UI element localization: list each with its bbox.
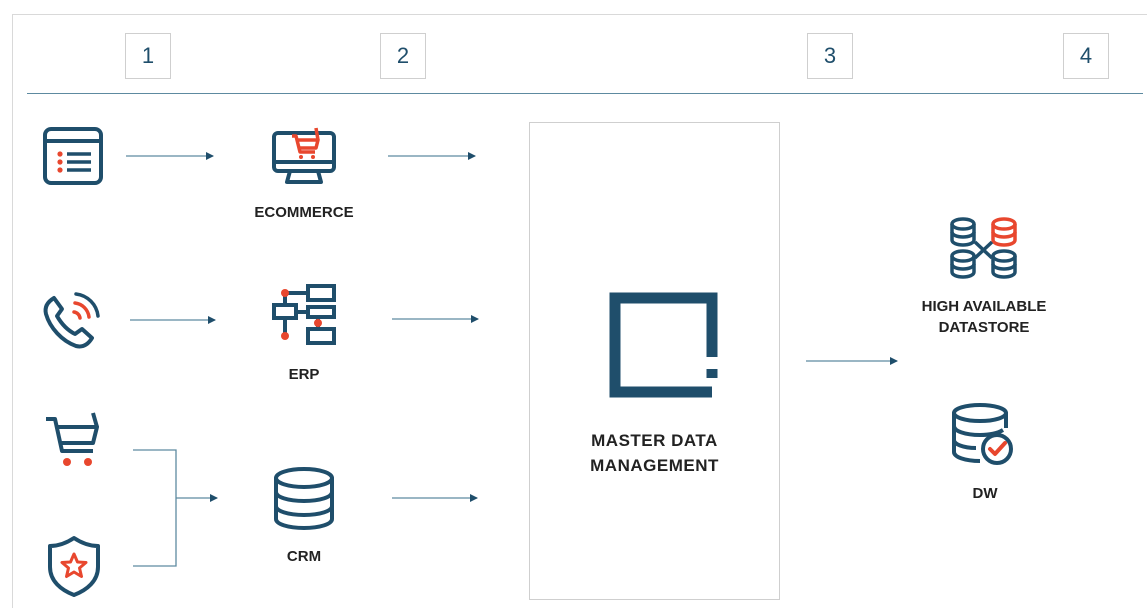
datastore-label-line2: DATASTORE (938, 319, 1030, 336)
database-check-icon (952, 403, 1013, 465)
datastore-label-line1: HIGH AVAILABLE (921, 298, 1047, 315)
step-marker-3: 3 (807, 33, 853, 79)
database-icon (274, 467, 334, 531)
mdm-title: MASTER DATA MANAGEMENT (529, 428, 780, 478)
header-divider (27, 93, 1143, 94)
step-marker-4: 4 (1063, 33, 1109, 79)
bracket-cart-badge (133, 449, 177, 567)
step-number: 3 (823, 43, 837, 68)
step-marker-2: 2 (380, 33, 426, 79)
crm-label: CRM (286, 548, 322, 565)
shield-star-icon (48, 536, 100, 597)
mdm-title-line1: MASTER DATA (591, 431, 718, 450)
square-logo-icon (609, 292, 718, 398)
mdm-title-line2: MANAGEMENT (590, 456, 719, 475)
shopping-cart-icon (46, 412, 99, 466)
mdm-panel (529, 122, 780, 600)
diagram-frame (12, 14, 1147, 608)
step-number: 1 (141, 43, 155, 68)
ecommerce-label: ECOMMERCE (254, 204, 354, 221)
monitor-cart-icon (272, 127, 336, 184)
flowchart-icon (272, 284, 336, 345)
phone-call-icon (43, 292, 100, 349)
step-number: 2 (396, 43, 410, 68)
step-marker-1: 1 (125, 33, 171, 79)
web-form-icon (43, 127, 103, 185)
dw-label: DW (972, 485, 998, 502)
datastore-label: HIGH AVAILABLE DATASTORE (896, 296, 1072, 338)
step-number: 4 (1079, 43, 1093, 68)
erp-label: ERP (288, 366, 320, 383)
database-network-icon (950, 217, 1017, 279)
